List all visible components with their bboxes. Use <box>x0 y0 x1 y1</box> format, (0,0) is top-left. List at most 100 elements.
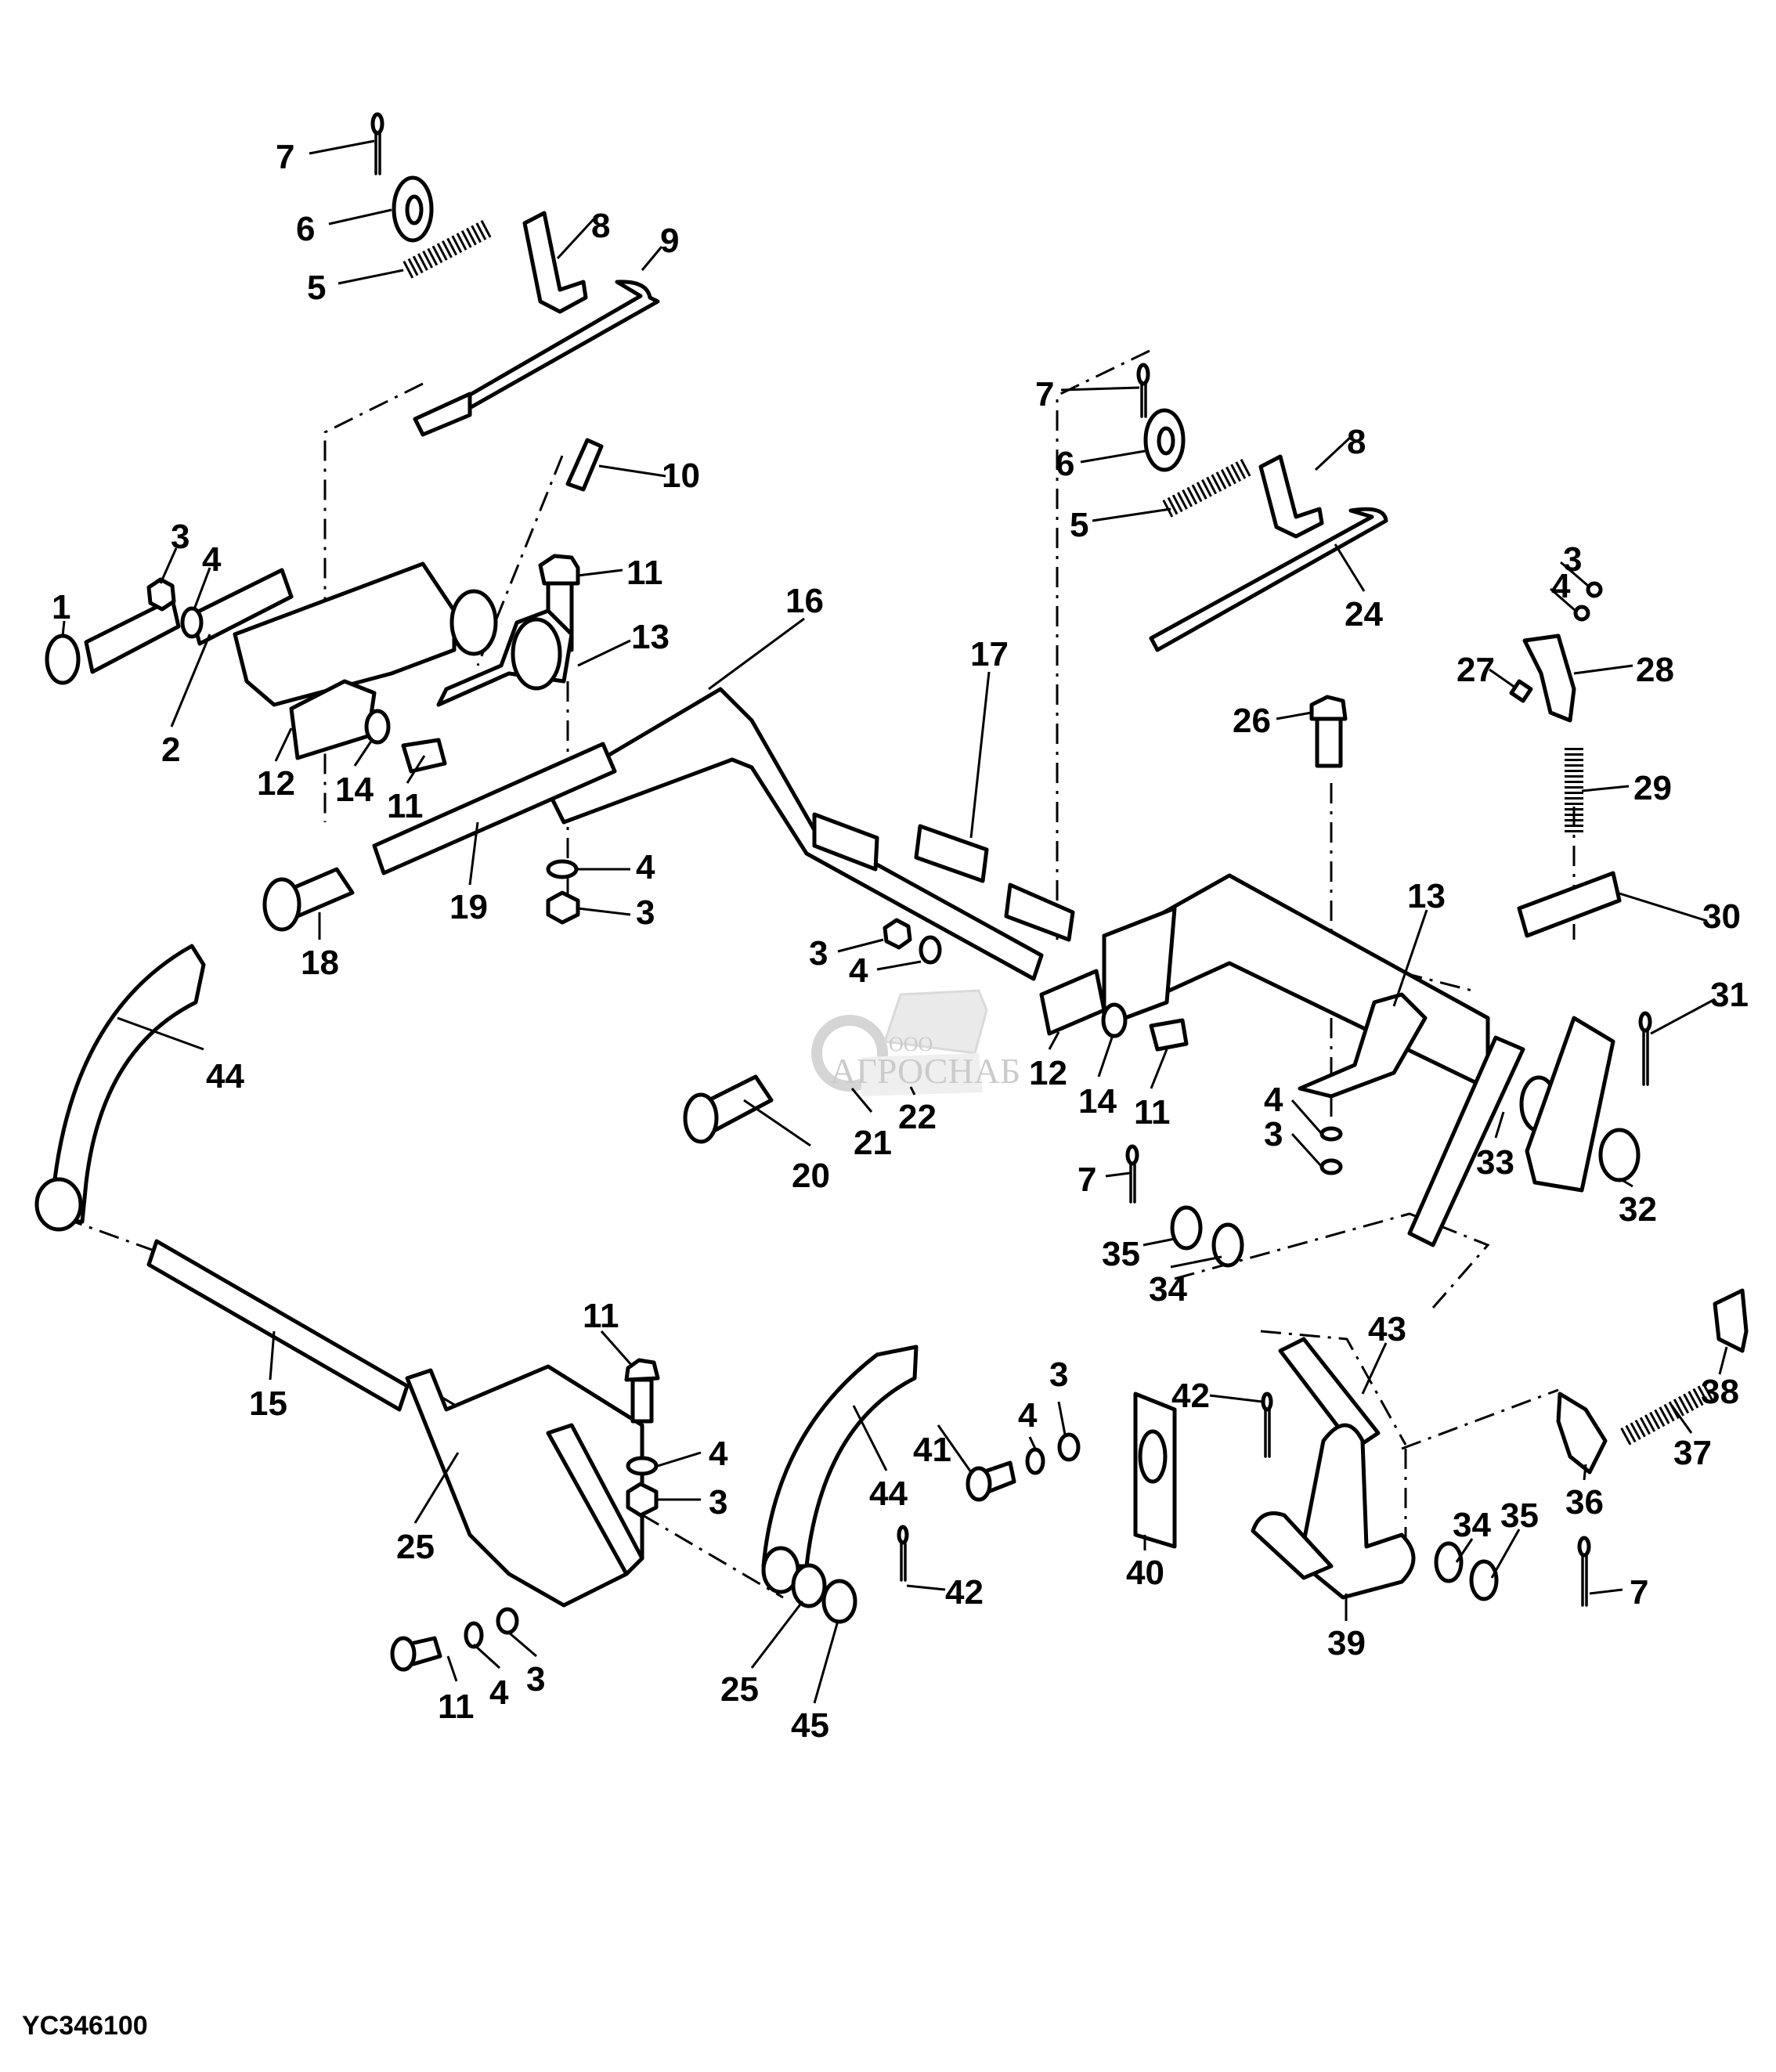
rod-24 <box>1149 507 1388 652</box>
leader-c3a <box>159 547 178 584</box>
callout-14: 14 <box>335 771 374 809</box>
leader-c9 <box>641 246 663 271</box>
callout-20: 20 <box>792 1157 830 1195</box>
callout-33: 33 <box>1476 1143 1514 1182</box>
leader-c19 <box>468 821 479 886</box>
callout-37: 37 <box>1673 1434 1712 1472</box>
main-lift-arm <box>546 687 1044 981</box>
callout-31: 31 <box>1710 976 1749 1014</box>
leader-c20 <box>743 1099 811 1147</box>
leader-c16 <box>708 617 805 691</box>
callout-6: 6 <box>1056 445 1074 483</box>
nut-3-right <box>1586 581 1603 598</box>
washer-4-right-lower <box>1319 1126 1343 1142</box>
parts <box>34 112 1749 1672</box>
bearing-40 <box>1133 1392 1177 1549</box>
screw-27 <box>1509 679 1533 703</box>
leader-c34b <box>1455 1538 1474 1563</box>
leader-c22 <box>909 1086 916 1096</box>
leader-c31 <box>1650 998 1716 1035</box>
callout-8: 8 <box>591 207 610 245</box>
leader-c36 <box>1583 1464 1587 1481</box>
callout-17: 17 <box>970 635 1009 673</box>
callout-32: 32 <box>1619 1190 1657 1229</box>
leader-c11b <box>406 755 426 784</box>
callout-2: 2 <box>161 731 180 769</box>
leader-c5a <box>338 269 404 285</box>
leader-c7a <box>309 139 375 155</box>
washer-4-mid <box>919 935 942 965</box>
callout-3: 3 <box>709 1483 727 1522</box>
leader-c44a <box>117 1016 204 1051</box>
callout-3: 3 <box>171 518 190 556</box>
cotter-pin-42-lower <box>897 1525 909 1582</box>
washer-34-mid <box>1211 1222 1244 1268</box>
nut-3-mid <box>883 918 912 950</box>
callout-36: 36 <box>1565 1483 1604 1522</box>
leader-c41 <box>937 1424 973 1473</box>
leader-c3e <box>1290 1132 1323 1168</box>
spring-5-upper-left <box>402 218 494 279</box>
leader-c25b <box>750 1601 804 1669</box>
callout-15: 15 <box>249 1384 287 1423</box>
washer-34-lower <box>1434 1541 1464 1583</box>
callout-35: 35 <box>1500 1496 1539 1535</box>
leader-c13b <box>1392 909 1428 1007</box>
callout-6: 6 <box>296 210 315 248</box>
callout-21: 21 <box>854 1124 892 1162</box>
leader-c3b <box>577 907 631 916</box>
callout-7: 7 <box>1078 1161 1096 1199</box>
callout-44: 44 <box>206 1057 244 1096</box>
pivot-arm-upper-left <box>233 561 498 760</box>
bolt-11-lower-top <box>624 1358 660 1424</box>
callout-14: 14 <box>1078 1082 1117 1121</box>
leader-c42a <box>906 1584 946 1591</box>
bushing-20 <box>683 1074 774 1144</box>
callout-4: 4 <box>1018 1396 1038 1435</box>
leader-c3g <box>508 1631 537 1658</box>
callout-25: 25 <box>396 1528 435 1566</box>
leader-c37 <box>1670 1405 1693 1434</box>
washer-45 <box>821 1579 857 1624</box>
bearing-13-right <box>1298 992 1428 1099</box>
cotter-pin-31 <box>1638 1011 1652 1086</box>
gear-icon <box>811 1015 888 1092</box>
bushing-16 <box>812 812 879 872</box>
leader-c35b <box>1490 1529 1521 1579</box>
leader-c45 <box>813 1620 839 1704</box>
roll-pin-10 <box>565 438 604 492</box>
callout-38: 38 <box>1701 1373 1739 1411</box>
washer-14-upper-left <box>364 709 391 745</box>
callout-11: 11 <box>387 787 424 825</box>
callout-11: 11 <box>438 1688 475 1726</box>
callout-3: 3 <box>1563 540 1582 579</box>
leader-c34a <box>1170 1255 1222 1269</box>
leader-c3d <box>837 938 884 953</box>
leader-c11c <box>1150 1049 1168 1089</box>
leader-c3h <box>1057 1401 1067 1435</box>
washer-35-mid <box>1170 1205 1203 1251</box>
callout-10: 10 <box>662 457 700 495</box>
callout-5: 5 <box>1070 506 1088 544</box>
leader-c4d <box>876 960 922 971</box>
leader-c35a <box>1142 1237 1175 1247</box>
callout-4: 4 <box>849 951 868 990</box>
leader-c4e <box>1290 1099 1323 1135</box>
leader-c32 <box>1619 1177 1633 1188</box>
combine-harvester-icon <box>861 989 988 1096</box>
callout-41: 41 <box>913 1431 951 1469</box>
leader-c7b <box>1060 386 1140 392</box>
leader-c4f <box>657 1451 702 1467</box>
callout-11: 11 <box>1134 1093 1171 1132</box>
bushing-18 <box>262 867 355 932</box>
callout-4: 4 <box>202 540 222 579</box>
link-43 <box>1278 1337 1381 1451</box>
leader-c30 <box>1616 891 1708 922</box>
sector-44-left <box>34 944 206 1232</box>
rod-9 <box>413 280 660 437</box>
shaft-19 <box>372 742 617 875</box>
leader-c38 <box>1718 1346 1728 1375</box>
callout-4: 4 <box>489 1673 509 1712</box>
callout-35: 35 <box>1102 1235 1140 1273</box>
